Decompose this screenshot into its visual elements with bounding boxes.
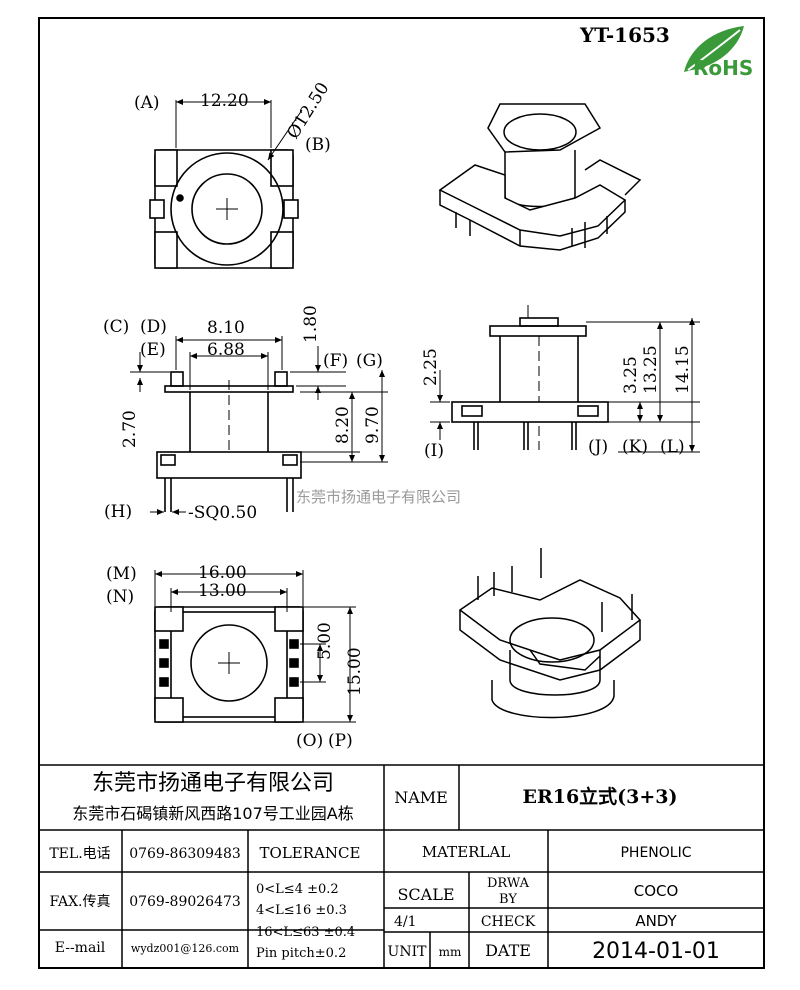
dim-d: 8.10 (207, 318, 245, 338)
dim-p: 15.00 (345, 647, 365, 696)
part-name: ER16立式(3+3) (522, 785, 677, 808)
tel-label: TEL.电话 (49, 846, 110, 862)
rohs-text: RoHS (693, 56, 753, 80)
drawn-value: COCO (634, 882, 679, 900)
ref-g: (G) (356, 351, 383, 371)
dim-k: 13.25 (641, 345, 661, 394)
drawn-label-1: DRWA (487, 876, 530, 891)
unit-value: mm (439, 945, 462, 959)
ref-b: (B) (305, 135, 331, 155)
watermark: 东莞市扬通电子有限公司 (296, 488, 461, 506)
material-label: MATERLAL (422, 843, 510, 861)
name-label: NAME (394, 788, 448, 807)
ref-d: (D) (140, 317, 167, 337)
company-name: 东莞市扬通电子有限公司 (92, 771, 334, 796)
email-label: E--mail (55, 940, 106, 956)
material-value: PHENOLIC (620, 845, 691, 861)
dim-f: 1.80 (301, 305, 321, 343)
check-label: CHECK (481, 914, 536, 930)
date-label: DATE (485, 941, 531, 960)
dim-b: Ø12.50 (283, 79, 333, 143)
tolerance-3: 16<L≤63 ±0.4 (256, 925, 355, 940)
ref-n: (N) (106, 587, 134, 607)
date-value: 2014-01-01 (592, 939, 720, 964)
ref-k: (K) (622, 437, 648, 457)
ref-a: (A) (134, 93, 160, 113)
tolerance-1: 0<L≤4 ±0.2 (256, 882, 339, 897)
dim-j: 3.25 (621, 356, 641, 394)
email-value: wydz001@126.com (131, 942, 240, 955)
tolerance-4: Pin pitch±0.2 (256, 946, 346, 961)
ref-m: (M) (106, 564, 137, 584)
company-address: 东莞市石碣镇新风西路107号工业园A栋 (72, 804, 354, 823)
rohs-logo: RoHS (684, 26, 753, 80)
dim-pin: -SQ0.50 (188, 503, 257, 523)
bottom-view (154, 570, 356, 723)
dim-i: 2.25 (421, 348, 441, 386)
dim-inner: 8.20 (333, 406, 353, 444)
tel-value: 0769-86309483 (129, 846, 241, 862)
front-view (430, 305, 700, 453)
dim-o: 5.00 (315, 622, 335, 660)
fax-value: 0769-89026473 (129, 894, 241, 910)
dim-m: 16.00 (198, 563, 247, 583)
tolerance-label: TOLERANCE (260, 844, 361, 862)
ref-i: (I) (424, 441, 444, 461)
title-block (39, 764, 764, 968)
fax-label: FAX.传真 (49, 894, 110, 910)
tolerance-2: 4<L≤16 ±0.3 (256, 903, 347, 918)
top-view (149, 99, 303, 269)
unit-label: UNIT (388, 944, 428, 960)
ref-c: (C) (103, 317, 129, 337)
ref-f: (F) (323, 351, 348, 371)
iso-view-top (438, 103, 642, 251)
dim-n: 13.00 (198, 581, 247, 601)
dim-l: 14.15 (673, 345, 693, 394)
scale-label: SCALE (397, 885, 454, 904)
dim-left: 2.70 (120, 410, 140, 448)
check-value: ANDY (635, 912, 677, 930)
ref-p: (P) (328, 731, 353, 751)
ref-o: (O) (296, 731, 323, 751)
scale-value: 4/1 (394, 914, 417, 930)
ref-e: (E) (140, 340, 166, 360)
dim-e: 6.88 (207, 340, 245, 360)
iso-view-bottom (458, 548, 642, 719)
drawn-label-2: BY (499, 892, 517, 907)
sheet-border (38, 17, 765, 969)
side-view (130, 336, 388, 515)
ref-j: (J) (588, 437, 608, 457)
part-number: YT-1653 (579, 23, 670, 47)
ref-l: (L) (660, 437, 685, 457)
ref-h: (H) (104, 502, 132, 522)
dim-a: 12.20 (200, 91, 249, 111)
dim-total: 9.70 (363, 406, 383, 444)
